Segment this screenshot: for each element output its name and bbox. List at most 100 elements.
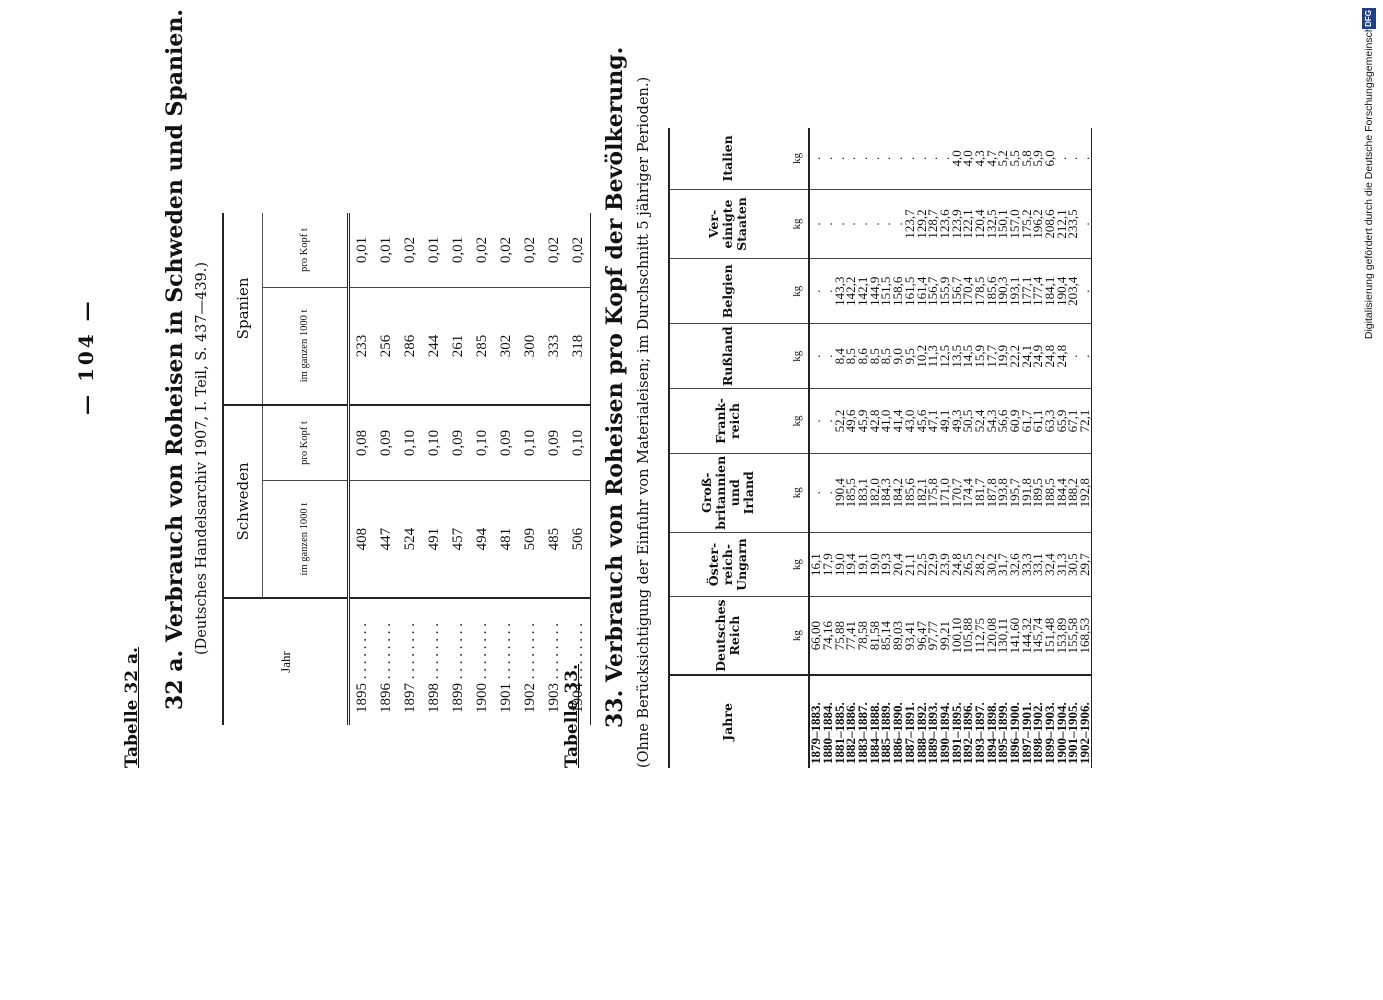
row-year: 1895 . . . . . . . . — [353, 623, 370, 713]
cell-spanien-percap: 0,02 — [398, 213, 422, 288]
cell-spanien-total: 233 — [348, 287, 374, 405]
cell-spanien-percap: 0,02 — [566, 213, 591, 288]
col-header-russland: Rußland — [669, 323, 786, 389]
cell-schweden-total: 457 — [446, 480, 470, 598]
table-cell: 72,1 — [1077, 388, 1092, 454]
dfg-logo: DFG — [1362, 8, 1376, 29]
cell-spanien-total: 333 — [542, 287, 566, 405]
cell-schweden-total: 509 — [518, 480, 542, 598]
unit-label: kg — [786, 453, 809, 533]
row-period: 1902–1906. — [1077, 674, 1092, 768]
unit-label: kg — [786, 189, 809, 259]
table-cell: . — [1077, 323, 1092, 389]
col-header-deutsches-reich: Deutsches Reich — [669, 596, 786, 675]
row-year: 1901 . . . . . . . . — [497, 623, 514, 713]
cell-spanien-percap: 0,01 — [348, 213, 374, 288]
col-header-total: im ganzen 1000 t — [262, 480, 349, 598]
col-header-schweden: Schweden — [223, 404, 263, 598]
cell-schweden-percap: 0,08 — [348, 404, 374, 481]
cell-schweden-total: 485 — [542, 480, 566, 598]
table-32a-label: Tabelle 32 a. — [122, 647, 142, 768]
cell-spanien-percap: 0,01 — [422, 213, 446, 288]
cell-spanien-total: 300 — [518, 287, 542, 405]
col-header-oesterreich-ungarn: Öster-reich-Ungarn — [669, 532, 786, 597]
cell-schweden-percap: 0,09 — [494, 404, 518, 481]
col-header-frankreich: Frank-reich — [669, 388, 786, 454]
cell-schweden-total: 408 — [348, 480, 374, 598]
unit-label: kg — [786, 596, 809, 675]
table-cell: . — [1077, 189, 1092, 259]
cell-spanien-total: 261 — [446, 287, 470, 405]
cell-schweden-total: 447 — [374, 480, 398, 598]
cell-schweden-total: 494 — [470, 480, 494, 598]
cell-spanien-percap: 0,02 — [518, 213, 542, 288]
cell-schweden-percap: 0,10 — [470, 404, 494, 481]
table-cell: 29,7 — [1077, 532, 1092, 597]
table-cell: . — [1077, 128, 1092, 190]
row-year: 1897 . . . . . . . . — [401, 623, 418, 713]
unit-label: kg — [786, 128, 809, 190]
unit-spacer — [786, 674, 809, 768]
dfg-credit-text: Digitalisierung gefördert durch die Deut… — [1363, 8, 1375, 340]
cell-spanien-total: 318 — [566, 287, 591, 405]
page-number: — 104 — — [74, 298, 98, 415]
col-header-percap: pro Kopf t — [262, 404, 349, 481]
table-32a: Jahr Schweden Spanien im ganzen 1000 t p… — [222, 213, 591, 725]
col-header-belgien: Belgien — [669, 258, 786, 324]
col-header-year: Jahr — [223, 598, 349, 725]
table-33-label: Tabelle 33. — [562, 664, 582, 768]
col-header-italien: Italien — [669, 128, 786, 190]
col-header-total: im ganzen 1000 t — [262, 287, 349, 405]
table-cell: . — [1077, 258, 1092, 324]
cell-schweden-percap: 0,10 — [398, 404, 422, 481]
col-header-spanien: Spanien — [223, 213, 263, 405]
cell-schweden-total: 506 — [566, 480, 591, 598]
unit-label: kg — [786, 388, 809, 454]
table-cell: 192,8 — [1077, 453, 1092, 533]
col-header-grossbritannien: Groß-britannien und Irland — [669, 453, 786, 533]
cell-spanien-total: 286 — [398, 287, 422, 405]
cell-spanien-total: 285 — [470, 287, 494, 405]
col-header-jahre: Jahre — [669, 674, 786, 768]
cell-schweden-percap: 0,09 — [446, 404, 470, 481]
cell-schweden-total: 481 — [494, 480, 518, 598]
cell-schweden-total: 524 — [398, 480, 422, 598]
cell-spanien-percap: 0,01 — [446, 213, 470, 288]
cell-spanien-total: 256 — [374, 287, 398, 405]
dfg-credit: Digitalisierung gefördert durch die Deut… — [1360, 8, 1378, 398]
cell-spanien-percap: 0,02 — [542, 213, 566, 288]
unit-label: kg — [786, 323, 809, 389]
cell-spanien-total: 302 — [494, 287, 518, 405]
cell-schweden-percap: 0,09 — [542, 404, 566, 481]
cell-spanien-total: 244 — [422, 287, 446, 405]
cell-schweden-percap: 0,10 — [518, 404, 542, 481]
cell-schweden-percap: 0,10 — [422, 404, 446, 481]
row-year: 1900 . . . . . . . . — [473, 623, 490, 713]
table-32a-title: 32 a. Verbrauch von Roheisen in Schweden… — [162, 8, 188, 710]
row-year: 1898 . . . . . . . . — [425, 623, 442, 713]
row-year: 1899 . . . . . . . . — [449, 623, 466, 713]
cell-spanien-percap: 0,01 — [374, 213, 398, 288]
cell-spanien-percap: 0,02 — [470, 213, 494, 288]
cell-schweden-percap: 0,10 — [566, 404, 591, 481]
cell-schweden-total: 491 — [422, 480, 446, 598]
unit-label: kg — [786, 258, 809, 324]
col-header-percap: pro Kopf t — [262, 213, 349, 288]
row-year: 1896 . . . . . . . . — [377, 623, 394, 713]
table-33-title: 33. Verbrauch von Roheisen pro Kopf der … — [602, 46, 628, 728]
